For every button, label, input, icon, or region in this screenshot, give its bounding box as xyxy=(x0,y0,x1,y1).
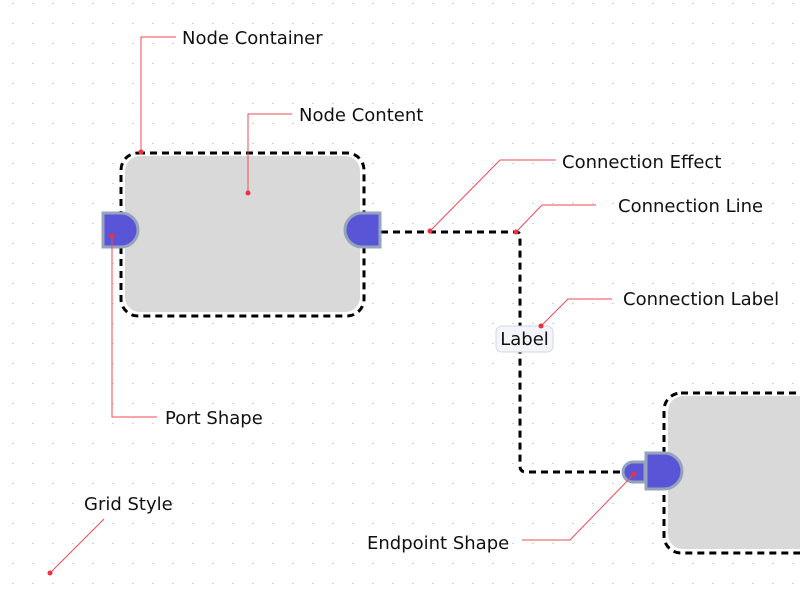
annotation-text: Endpoint Shape xyxy=(367,533,509,554)
node-content-2 xyxy=(668,396,800,549)
node-2[interactable] xyxy=(621,391,800,555)
annotation-text: Connection Label xyxy=(623,289,779,310)
annotation-connection-label: Connection Label xyxy=(538,289,779,329)
annotation-grid-style: Grid Style xyxy=(47,494,173,576)
annotation-text: Connection Effect xyxy=(562,152,721,173)
annotation-connection-line: Connection Line xyxy=(513,196,763,235)
annotation-text: Port Shape xyxy=(165,408,263,429)
annotation-connection-effect: Connection Effect xyxy=(427,152,721,234)
annotation-text: Node Content xyxy=(299,105,423,126)
node-content xyxy=(125,156,360,312)
annotation-text: Node Container xyxy=(182,28,323,49)
annotation-port-shape: Port Shape xyxy=(109,233,263,429)
connection-label[interactable]: Label xyxy=(495,325,554,353)
annotation-text: Grid Style xyxy=(84,494,173,515)
port-shape-right[interactable] xyxy=(343,211,382,249)
annotation-endpoint-shape: Endpoint Shape xyxy=(367,471,637,554)
annotation-text: Connection Line xyxy=(618,196,763,217)
connection-label-text: Label xyxy=(500,329,549,350)
port-shape-input[interactable] xyxy=(644,451,684,491)
port-shape-left[interactable] xyxy=(101,211,140,249)
annotation-node-content: Node Content xyxy=(245,105,423,196)
annotation-node-container: Node Container xyxy=(138,28,323,155)
node-1[interactable] xyxy=(101,151,382,318)
